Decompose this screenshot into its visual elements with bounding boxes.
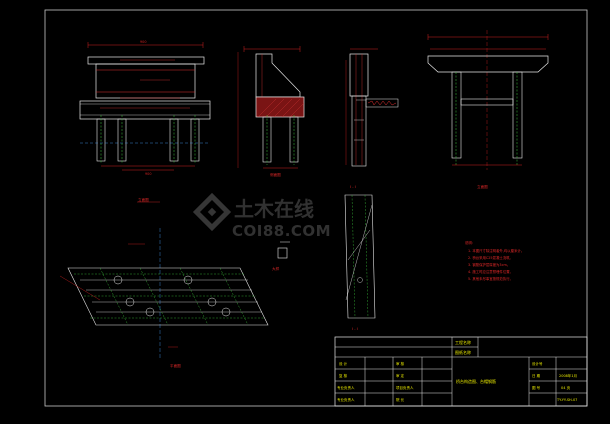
watermark: 土木在线 COI88.COM xyxy=(192,192,331,240)
tb-left-label: 复 核 xyxy=(339,373,348,378)
tb-left-label: 审 定 xyxy=(396,373,405,378)
plan-caption: 平面图 xyxy=(170,363,181,368)
tb-right-value: 04 页 xyxy=(561,386,571,390)
detail-caption: 大样 xyxy=(272,266,280,271)
tb-right-value: 2008年1月 xyxy=(559,373,577,378)
side-view: 侧面图 xyxy=(237,46,305,177)
plan-view: 平面图 xyxy=(59,228,269,368)
tb-drawing-title: 桥台构造图、台帽钢筋 xyxy=(456,378,496,384)
tb-left-label: 专业负责人 xyxy=(337,385,355,390)
tb-project-name: 工程名称 xyxy=(455,339,471,345)
elevation-view: 900 900 立面图 xyxy=(79,40,211,203)
side-caption: 侧面图 xyxy=(270,172,281,177)
elevation-top-dim: 900 xyxy=(140,40,146,44)
pier-caption: 立面图 xyxy=(477,184,488,189)
title-block: 工程名称 图纸名称 设 计 审 核 复 核 审 定 专业负责人 项目负责人 专业… xyxy=(334,336,588,407)
tb-left-label: 项目负责人 xyxy=(396,385,414,390)
rebar-detail: I - I xyxy=(344,194,376,331)
note-line: 5. 其他未尽事宜按规范执行。 xyxy=(468,276,513,281)
note-line: 4. 施工时应注意预埋件位置。 xyxy=(468,269,513,274)
detail-view: 大样 xyxy=(272,241,290,271)
tb-right-label: 图 号 xyxy=(532,385,541,390)
tb-right-label: 设计号 xyxy=(532,361,543,366)
elevation-bottom-dim: 900 xyxy=(145,172,151,176)
watermark-cn: 土木在线 xyxy=(234,197,314,221)
elevation-caption: 立面图 xyxy=(138,197,149,202)
watermark-url: COI88.COM xyxy=(232,222,331,240)
pier-view: 立面图 xyxy=(427,30,549,189)
watermark-logo-icon xyxy=(192,192,232,232)
notes-title: 说明: xyxy=(465,240,473,245)
note-line: 2. 桥台采用C25混凝土浇筑。 xyxy=(468,255,513,260)
note-line: 1. 本图尺寸除注明者外,均以厘米计。 xyxy=(468,248,524,253)
tb-right-value: TY-YY-SH-07 xyxy=(556,398,577,402)
section-caption: I - I xyxy=(350,185,356,189)
tb-left-label: 设 计 xyxy=(339,361,348,366)
sheet-border xyxy=(44,9,588,407)
section-view: I - I xyxy=(345,48,399,189)
note-line: 3. 钢筋保护层厚度为3cm。 xyxy=(468,262,510,267)
notes-block: 说明: 1. 本图尺寸除注明者外,均以厘米计。 2. 桥台采用C25混凝土浇筑。… xyxy=(465,240,524,281)
rebar-caption: I - I xyxy=(352,327,358,331)
tb-left-label: 审 核 xyxy=(396,361,405,366)
tb-drawing-name: 图纸名称 xyxy=(455,349,471,355)
tb-left-label: 院 长 xyxy=(396,397,405,402)
tb-left-label: 专业负责人 xyxy=(337,397,355,402)
tb-right-label: 日 期 xyxy=(532,373,541,378)
